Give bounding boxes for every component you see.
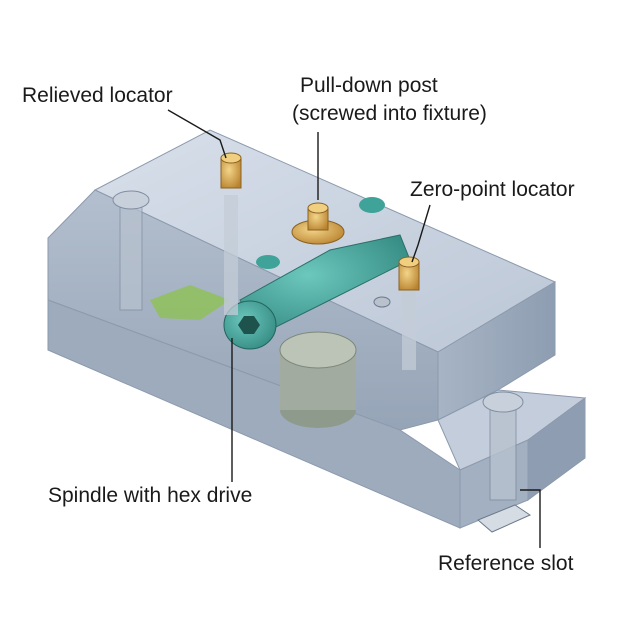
reference-bolt-shaft: [489, 404, 517, 501]
small-bolt: [373, 296, 391, 308]
left-bolt-shaft: [119, 199, 143, 311]
relieved-locator-stem: [224, 195, 238, 315]
callout-spindle: Spindle with hex drive: [48, 484, 252, 507]
callout-reference-slot: Reference slot: [438, 552, 574, 575]
green-pad: [150, 285, 230, 320]
hex-drive-icon: [238, 316, 260, 334]
leader-reference-slot: [520, 489, 541, 548]
block-right-face: [437, 281, 556, 421]
reference-bolt-head: [482, 391, 524, 413]
callout-pull-down-post-line1: Pull-down post: [300, 74, 438, 97]
zero-point-locator-stem: [402, 290, 416, 370]
teal-cap-1: [256, 255, 280, 269]
zero-point-locator-top: [398, 256, 420, 268]
internal-parts: [112, 152, 532, 533]
callout-relieved-locator: Relieved locator: [22, 84, 173, 107]
callout-pull-down-post-line2: (screwed into fixture): [292, 102, 487, 125]
reference-slot-key: [477, 504, 532, 533]
teal-cap-2: [359, 197, 385, 213]
spindle-body-top: [279, 331, 357, 369]
relieved-locator-top: [220, 152, 242, 164]
callout-zero-point-locator: Zero-point locator: [410, 178, 575, 201]
leader-lines: [167, 109, 541, 548]
leader-zero-point-locator: [411, 204, 431, 263]
left-bolt-head: [112, 190, 150, 210]
pull-down-post-top: [307, 202, 329, 214]
leader-relieved-locator: [167, 109, 227, 159]
